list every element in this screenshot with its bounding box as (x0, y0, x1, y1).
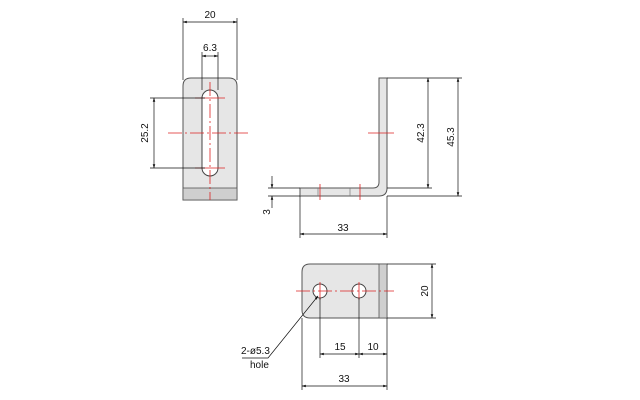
thickness-dimension: 3 (262, 209, 273, 215)
hole-callout-qty: 2-ø5.3 (241, 346, 270, 357)
bracket-profile (299, 77, 388, 197)
side-view: 42.3 45.3 3 33 (262, 77, 462, 238)
front-width-dimension: 20 (204, 10, 216, 21)
front-view: 20 6.3 25.2 (140, 10, 250, 201)
bottom-view: 20 15 10 33 2-ø5.3 hole (241, 263, 436, 390)
bottom-length-dimension: 33 (338, 374, 350, 385)
total-height-dimension: 45.3 (446, 127, 457, 147)
slot-pitch-dimension: 25.2 (140, 123, 151, 143)
hole-callout-label: hole (250, 360, 269, 371)
slot-width-dimension: 6.3 (203, 43, 217, 54)
inner-height-dimension: 42.3 (416, 123, 427, 143)
edge-distance-dimension: 10 (367, 342, 379, 353)
hole-callout-leader (242, 295, 319, 359)
side-length-dimension: 33 (337, 223, 349, 234)
hole-spacing-dimension: 15 (334, 342, 346, 353)
bottom-width-dimension: 20 (420, 285, 431, 297)
